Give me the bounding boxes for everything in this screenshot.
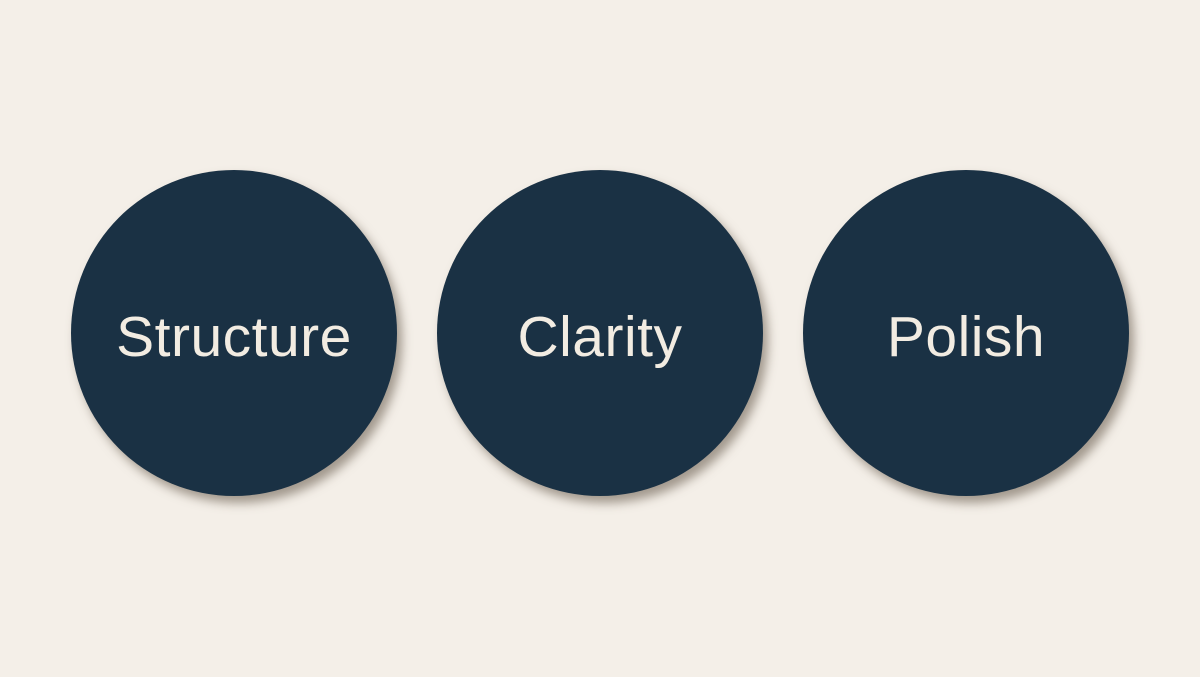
- circle-polish: Polish: [803, 170, 1129, 496]
- circle-structure: Structure: [71, 170, 397, 496]
- circle-label-clarity: Clarity: [517, 305, 683, 369]
- circles-row: Structure Clarity Polish: [0, 170, 1200, 496]
- circle-label-structure: Structure: [116, 305, 352, 369]
- circle-label-polish: Polish: [886, 305, 1046, 369]
- circle-clarity: Clarity: [437, 170, 763, 496]
